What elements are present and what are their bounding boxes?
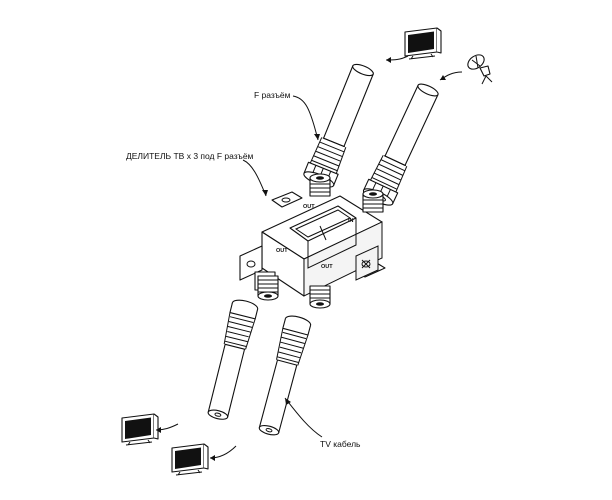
label-f-connector: F разъём [254, 90, 291, 100]
lower-right-cable [254, 313, 313, 438]
satellite-dish-icon [467, 54, 493, 85]
tv-icon [171, 443, 209, 476]
port-label-out-top: OUT [303, 204, 315, 210]
port-out-right-lower [309, 285, 331, 309]
splitter-body [239, 191, 386, 297]
tv-icon [404, 27, 442, 60]
port-label-out-right: OUT [321, 264, 333, 270]
port-label-out-left: OUT [276, 248, 288, 254]
port-out-left-lower [257, 275, 279, 301]
leader-f-connector [292, 95, 319, 141]
tv-icon [121, 413, 159, 446]
port-in [362, 189, 384, 213]
label-tv-cable: TV кабель [320, 439, 361, 449]
lower-left-cable [203, 297, 260, 423]
port-out-top [309, 173, 331, 197]
label-splitter: ДЕЛИТЕЛЬ ТВ х 3 под F разъём [126, 151, 254, 161]
leader-tv-cable [284, 397, 323, 438]
port-label-in: IN [348, 218, 354, 224]
upper-right-cable [360, 79, 445, 209]
